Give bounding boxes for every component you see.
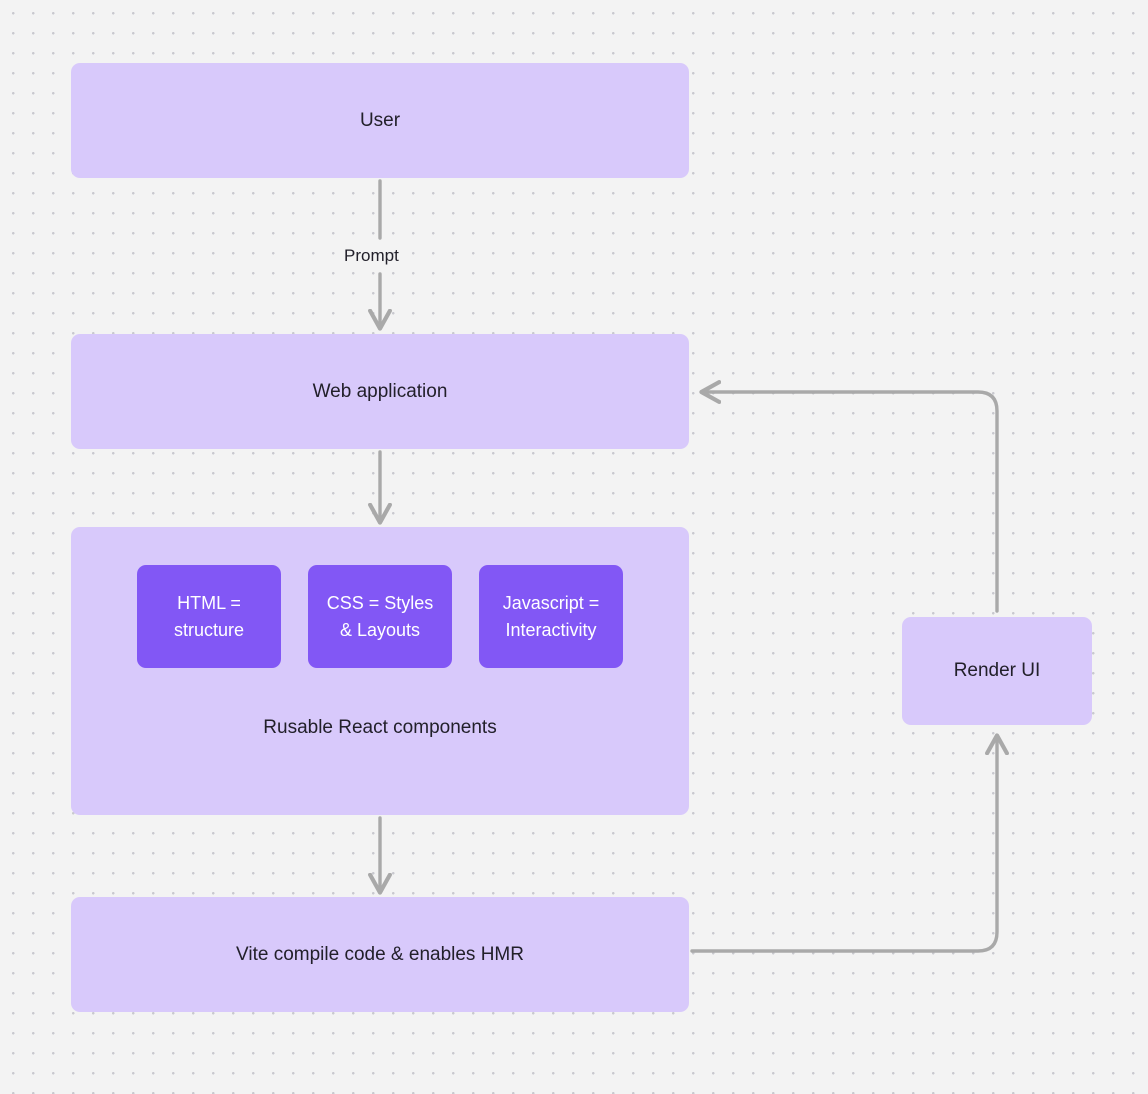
node-render-ui[interactable]: Render UI: [902, 617, 1092, 725]
chip-javascript[interactable]: Javascript =Interactivity: [479, 565, 623, 668]
node-user[interactable]: User: [71, 63, 689, 178]
node-react-components-caption: Rusable React components: [263, 717, 497, 738]
edge-label-prompt: Prompt: [344, 246, 399, 265]
react-chip-row: HTML =structure CSS = Styles& Layouts Ja…: [137, 565, 623, 668]
node-react-components[interactable]: HTML =structure CSS = Styles& Layouts Ja…: [71, 527, 689, 815]
edge-render-to-webapp: [703, 392, 999, 613]
chip-css[interactable]: CSS = Styles& Layouts: [308, 565, 452, 668]
chip-html-label: HTML =structure: [173, 592, 245, 640]
node-vite[interactable]: Vite compile code & enables HMR: [71, 897, 689, 1012]
node-web-application[interactable]: Web application: [71, 334, 689, 449]
node-render-ui-label: Render UI: [953, 660, 1041, 682]
chip-javascript-label: Javascript =Interactivity: [502, 592, 600, 640]
node-vite-label: Vite compile code & enables HMR: [236, 943, 524, 965]
node-web-application-label: Web application: [312, 380, 448, 402]
chip-css-label: CSS = Styles& Layouts: [326, 592, 434, 640]
node-user-label: User: [359, 109, 401, 131]
edge-vite-to-render: [690, 737, 997, 953]
chip-html[interactable]: HTML =structure: [137, 565, 281, 668]
